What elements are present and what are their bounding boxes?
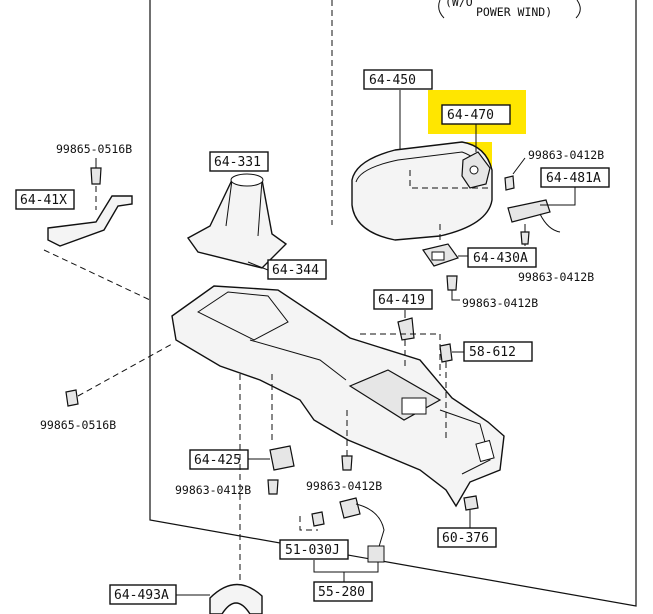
clip-64-419 xyxy=(397,317,415,341)
label-55-280: 55-280 xyxy=(318,585,365,600)
lamp-51-030j xyxy=(311,511,325,527)
dash-51-030j xyxy=(299,516,318,531)
label-box-64-481a xyxy=(540,167,610,188)
label-64-331: 64-331 xyxy=(214,155,261,170)
label-99863-0412b-e: 99863-0412B xyxy=(306,479,382,493)
label-64-430a: 64-430A xyxy=(473,251,528,266)
label-99863-0412b-d: 99863-0412B xyxy=(175,483,251,497)
label-64-344: 64-344 xyxy=(272,263,319,278)
label-51-030j: 51-030J xyxy=(285,543,340,558)
leader-99863-a xyxy=(512,157,526,175)
label-64-481a: 64-481A xyxy=(546,171,601,186)
label-64-493a: 64-493A xyxy=(114,588,169,603)
bulb-58-612 xyxy=(439,343,453,363)
header-note: (W/O POWER WIND) xyxy=(438,0,581,19)
label-99863-0412b-b: 99863-0412B xyxy=(518,270,594,284)
screw-a xyxy=(504,175,515,191)
label-99865-0516b-a: 99865-0516B xyxy=(56,142,132,156)
label-60-376: 60-376 xyxy=(442,531,489,546)
label-99863-0412b-c: 99863-0412B xyxy=(462,296,538,310)
label-64-470: 64-470 xyxy=(447,108,494,123)
label-box-60-376 xyxy=(437,527,497,548)
dash-console xyxy=(360,333,441,376)
label-64-41x: 64-41X xyxy=(20,193,67,208)
label-box-64-331 xyxy=(209,151,269,172)
screw-99863-d xyxy=(267,479,279,495)
screw-99863-c xyxy=(446,275,458,291)
leader-64-481a xyxy=(540,186,576,206)
screw-b xyxy=(520,231,530,245)
label-64-450: 64-450 xyxy=(369,73,416,88)
label-64-419: 64-419 xyxy=(378,293,425,308)
header-note-line2: POWER WIND) xyxy=(476,5,552,19)
dash-99865-b xyxy=(77,343,173,397)
screw-99863-e xyxy=(341,455,353,471)
shift-boot xyxy=(186,173,288,269)
label-box-64-430a xyxy=(467,247,537,268)
label-box-58-612 xyxy=(463,341,533,362)
socket-51-030j xyxy=(339,497,361,519)
label-58-612: 58-612 xyxy=(469,345,516,360)
header-note-line1: (W/O xyxy=(445,0,473,9)
label-99865-0516b-b: 99865-0516B xyxy=(40,418,116,432)
label-99863-0412b-a: 99863-0412B xyxy=(528,148,604,162)
leader-64-344 xyxy=(247,261,269,271)
ring-64-493a xyxy=(209,583,263,614)
label-box-64-419 xyxy=(373,289,433,310)
screw-99865-a xyxy=(90,167,102,185)
part-64-425 xyxy=(269,445,295,471)
dash-41x xyxy=(43,249,151,301)
label-box-55-280 xyxy=(313,581,373,602)
label-box-64-450 xyxy=(363,69,433,90)
label-box-64-41x xyxy=(15,189,75,210)
console-body xyxy=(171,285,505,508)
label-64-425: 64-425 xyxy=(194,453,241,468)
hinge-64-470 xyxy=(461,151,491,189)
bracket-64-481a xyxy=(507,199,561,233)
part-60-376 xyxy=(463,495,479,511)
label-box-51-030j xyxy=(279,539,349,560)
label-box-64-470 xyxy=(441,104,511,125)
connector-55-280 xyxy=(367,545,385,563)
bracket-64-41x xyxy=(47,195,133,247)
wire-55-280 xyxy=(355,503,385,551)
catch-64-430a xyxy=(422,243,459,267)
screw-99865-b xyxy=(65,389,79,407)
diagram-frame xyxy=(149,0,637,607)
label-box-64-344 xyxy=(267,259,327,280)
leader-55-280 xyxy=(313,560,379,573)
armrest-lid xyxy=(351,141,493,241)
